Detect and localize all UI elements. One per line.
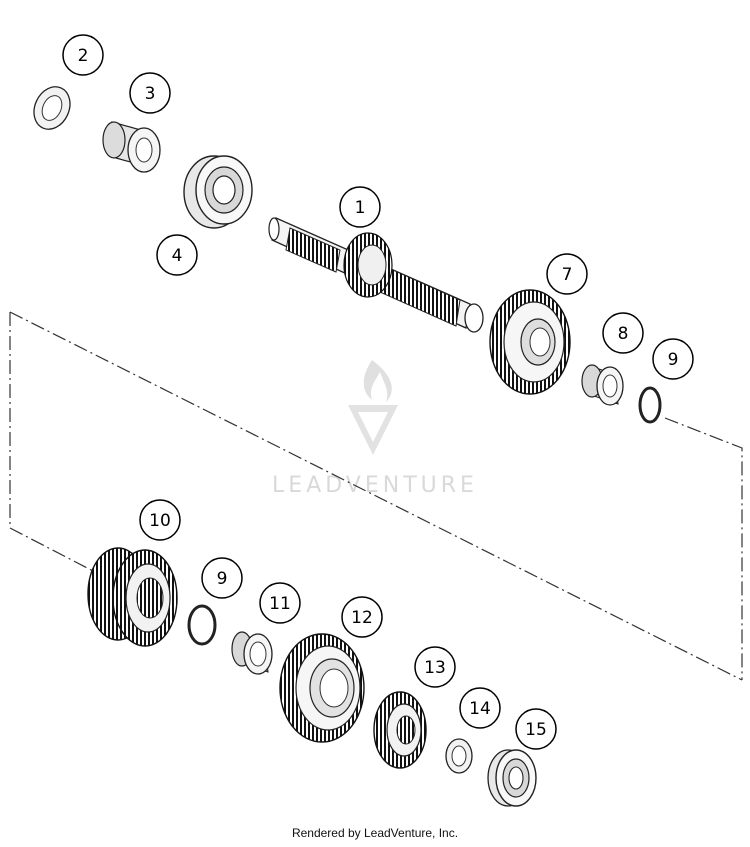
part-9-circlip-upper bbox=[638, 386, 662, 424]
callout-label: 9 bbox=[668, 350, 679, 370]
callout-part-12[interactable]: 12 bbox=[341, 596, 383, 638]
callout-label: 12 bbox=[351, 608, 373, 628]
part-10-double-gear bbox=[87, 547, 178, 647]
callout-label: 4 bbox=[172, 246, 183, 266]
part-14-washer bbox=[445, 738, 473, 774]
callout-part-2[interactable]: 2 bbox=[62, 34, 104, 76]
watermark-v-icon bbox=[348, 405, 398, 455]
part-15-ball-bearing bbox=[487, 749, 537, 807]
part-12-gear bbox=[279, 633, 365, 743]
part-1-main-shaft bbox=[268, 217, 484, 333]
callout-part-11[interactable]: 11 bbox=[259, 582, 301, 624]
callout-part-10[interactable]: 10 bbox=[139, 499, 181, 541]
callout-label: 9 bbox=[217, 569, 228, 589]
part-4-ball-bearing bbox=[183, 155, 253, 229]
footer-credit: Rendered by LeadVenture, Inc. bbox=[291, 826, 459, 840]
callout-label: 13 bbox=[424, 658, 446, 678]
part-8-needle-bearing bbox=[581, 364, 624, 406]
assembly-guide-line bbox=[9, 311, 743, 681]
callout-part-9-lower[interactable]: 9 bbox=[201, 557, 243, 599]
callout-part-8[interactable]: 8 bbox=[602, 312, 644, 354]
watermark-flame-icon bbox=[363, 360, 392, 402]
callout-part-1[interactable]: 1 bbox=[339, 186, 381, 228]
callout-part-15[interactable]: 15 bbox=[515, 708, 557, 750]
part-2-washer bbox=[33, 86, 71, 130]
part-9-circlip-lower bbox=[187, 604, 217, 646]
callout-label: 3 bbox=[145, 84, 156, 104]
callout-label: 7 bbox=[562, 265, 573, 285]
callout-label: 10 bbox=[149, 511, 171, 531]
callout-label: 15 bbox=[525, 720, 547, 740]
callout-part-7[interactable]: 7 bbox=[546, 253, 588, 295]
part-11-needle-bearing bbox=[231, 631, 273, 675]
callout-label: 1 bbox=[355, 198, 366, 218]
callout-label: 2 bbox=[78, 46, 89, 66]
callout-label: 8 bbox=[618, 324, 629, 344]
part-13-gear bbox=[373, 691, 427, 769]
part-3-bushing bbox=[102, 121, 161, 173]
watermark-text: LEADVENTURE bbox=[272, 473, 478, 498]
callout-label: 14 bbox=[469, 699, 491, 719]
callout-part-9-upper[interactable]: 9 bbox=[652, 338, 694, 380]
watermark: LEADVENTURE bbox=[272, 360, 478, 498]
part-7-gear bbox=[489, 289, 571, 395]
callout-part-13[interactable]: 13 bbox=[414, 646, 456, 688]
callout-label: 11 bbox=[269, 594, 291, 614]
callout-part-14[interactable]: 14 bbox=[459, 687, 501, 729]
callout-part-4[interactable]: 4 bbox=[156, 234, 198, 276]
callout-part-3[interactable]: 3 bbox=[129, 72, 171, 114]
